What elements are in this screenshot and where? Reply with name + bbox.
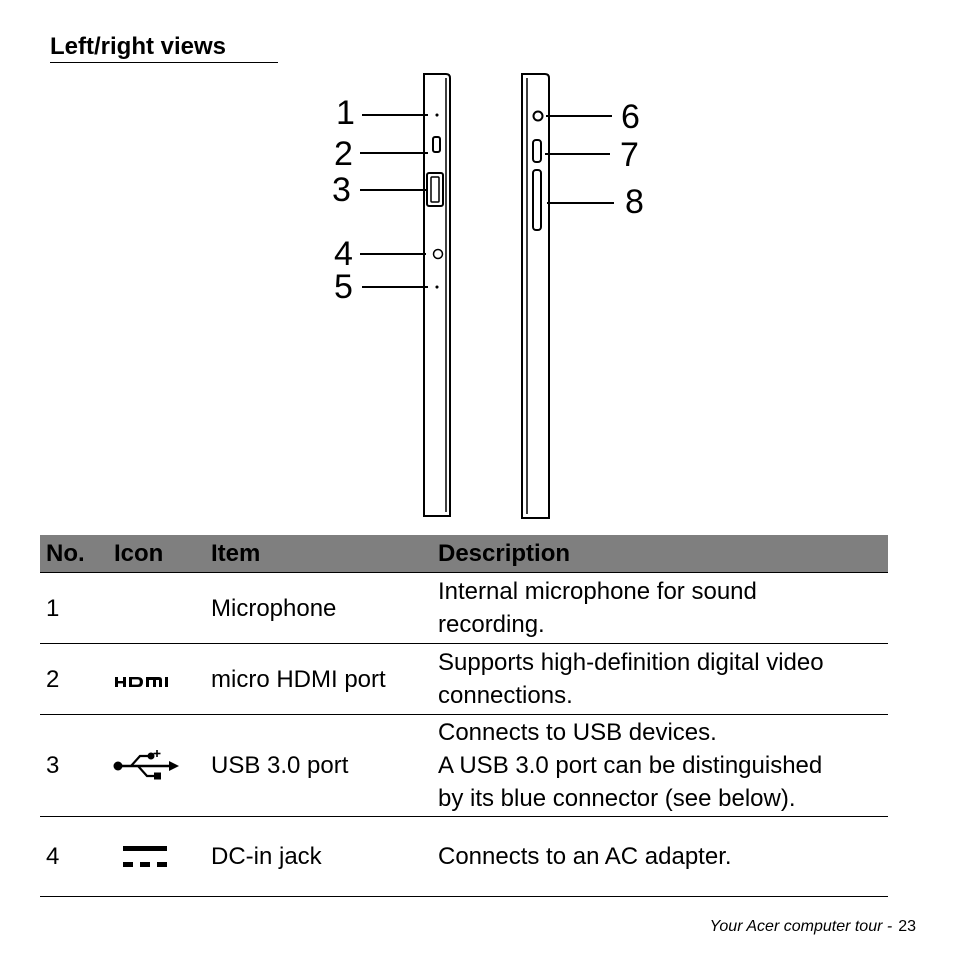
dc-in-icon xyxy=(123,845,167,867)
section-heading: Left/right views xyxy=(50,32,278,63)
row-number: 1 xyxy=(40,572,108,644)
row-item: Microphone xyxy=(205,572,432,644)
row-icon xyxy=(108,816,205,897)
right-view-ports xyxy=(532,110,544,231)
description-line: connections. xyxy=(438,682,573,709)
header-description: Description xyxy=(432,535,888,573)
row-number: 2 xyxy=(40,643,108,715)
micro-hdmi-slot xyxy=(432,136,441,153)
row-item: micro HDMI port xyxy=(205,643,432,715)
table-row: 1 Microphone Internal microphone for sou… xyxy=(40,572,888,644)
callout-1: 1 xyxy=(336,94,355,132)
description-line: Connects to USB devices. xyxy=(438,719,717,746)
callout-3: 3 xyxy=(332,171,351,209)
description-line: by its blue connector (see below). xyxy=(438,785,796,812)
audio-jack xyxy=(532,110,544,122)
usb-slot xyxy=(426,172,444,207)
description-line: Supports high-definition digital video xyxy=(438,649,824,676)
side-views-diagram xyxy=(360,73,614,519)
hdmi-icon xyxy=(115,677,168,687)
description-line: A USB 3.0 port can be distinguished xyxy=(438,752,823,779)
row-description: Connects to an AC adapter. xyxy=(432,816,888,897)
row-icon xyxy=(108,572,205,644)
description-line: recording. xyxy=(438,611,545,638)
microphone-hole xyxy=(435,113,439,117)
row-description: Connects to USB devices. A USB 3.0 port … xyxy=(432,714,888,817)
callout-8: 8 xyxy=(625,183,644,221)
table-row: 4 DC-in jack Connects to an AC adapter. xyxy=(40,816,888,897)
volume-rocker xyxy=(532,169,542,231)
callout-2: 2 xyxy=(334,135,353,173)
header-icon: Icon xyxy=(108,535,205,573)
right-leader-lines xyxy=(545,115,614,204)
callout-5: 5 xyxy=(334,268,353,306)
page-footer: Your Acer computer tour - 23 xyxy=(710,917,916,937)
description-line: Connects to an AC adapter. xyxy=(438,843,732,870)
row-number: 3 xyxy=(40,714,108,817)
page-number: 23 xyxy=(898,918,916,935)
row-item: DC-in jack xyxy=(205,816,432,897)
right-view-body xyxy=(521,73,550,519)
footer-text: Your Acer computer tour - xyxy=(709,918,893,935)
row-icon xyxy=(108,714,205,817)
dc-in-hole xyxy=(432,248,444,260)
row-description: Supports high-definition digital video c… xyxy=(432,643,888,715)
callout-7: 7 xyxy=(620,136,639,174)
description-line: Internal microphone for sound xyxy=(438,578,757,605)
header-item: Item xyxy=(205,535,432,573)
row-item: USB 3.0 port xyxy=(205,714,432,817)
callout-6: 6 xyxy=(621,98,640,136)
row-description: Internal microphone for sound recording. xyxy=(432,572,888,644)
left-view-ports xyxy=(426,113,444,289)
ports-table: No. Icon Item Description 1 Microphone I… xyxy=(40,535,888,897)
callout-4: 4 xyxy=(334,235,353,273)
left-view-body xyxy=(423,73,451,517)
table-header-row: No. Icon Item Description xyxy=(40,535,888,573)
header-no: No. xyxy=(40,535,108,573)
table-row: 2 micro HD xyxy=(40,643,888,715)
left-leader-lines xyxy=(360,114,428,288)
power-button xyxy=(532,139,542,163)
row-number: 4 xyxy=(40,816,108,897)
microphone-hole-2 xyxy=(435,285,439,289)
table-row: 3 USB 3.0 port xyxy=(40,714,888,817)
usb-icon xyxy=(113,749,179,779)
row-icon xyxy=(108,643,205,715)
